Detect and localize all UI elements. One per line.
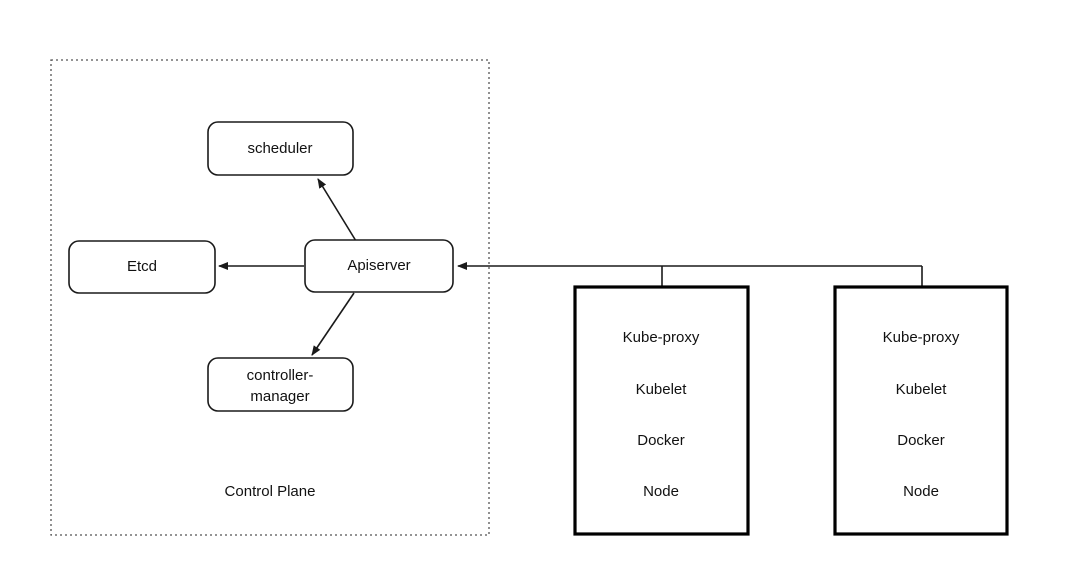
- worker-component-label: Node: [643, 483, 679, 500]
- edge-apiserver-to-scheduler: [317, 178, 357, 242]
- node-label-etcd: Etcd: [127, 258, 157, 275]
- node-apiserver[interactable]: Apiserver: [304, 239, 454, 293]
- worker-component-label: Kubelet: [896, 381, 948, 398]
- node-label-apiserver: Apiserver: [347, 257, 410, 274]
- control-plane-edges: [218, 178, 357, 356]
- node-scheduler[interactable]: scheduler: [207, 121, 354, 176]
- node-etcd[interactable]: Etcd: [68, 240, 216, 294]
- worker-component-label: Node: [903, 483, 939, 500]
- node-controller-manager[interactable]: controller-manager: [207, 357, 354, 412]
- node-box-apiserver: [304, 239, 454, 293]
- control-plane-label: Control Plane: [225, 483, 316, 500]
- worker-box-worker-node-1: [573, 285, 750, 536]
- edge-apiserver-to-controller-manager: [311, 292, 355, 356]
- node-label-controller-manager-line2: manager: [250, 388, 309, 405]
- worker-component-label: Docker: [897, 432, 945, 449]
- worker-nodes: Kube-proxyKubeletDockerNodeKube-proxyKub…: [573, 285, 1009, 536]
- worker-component-label: Kube-proxy: [883, 329, 960, 346]
- node-label-controller-manager-line1: controller-: [247, 367, 314, 384]
- worker-box-worker-node-2: [833, 285, 1009, 536]
- node-box-etcd: [68, 240, 216, 294]
- node-box-controller-manager: [207, 357, 354, 412]
- worker-component-label: Docker: [637, 432, 685, 449]
- worker-component-label: Kubelet: [636, 381, 688, 398]
- worker-bus-connector: [457, 262, 923, 287]
- node-label-scheduler: scheduler: [247, 140, 312, 157]
- control-plane-boundary: [50, 59, 490, 536]
- worker-component-label: Kube-proxy: [623, 329, 700, 346]
- node-box-scheduler: [207, 121, 354, 176]
